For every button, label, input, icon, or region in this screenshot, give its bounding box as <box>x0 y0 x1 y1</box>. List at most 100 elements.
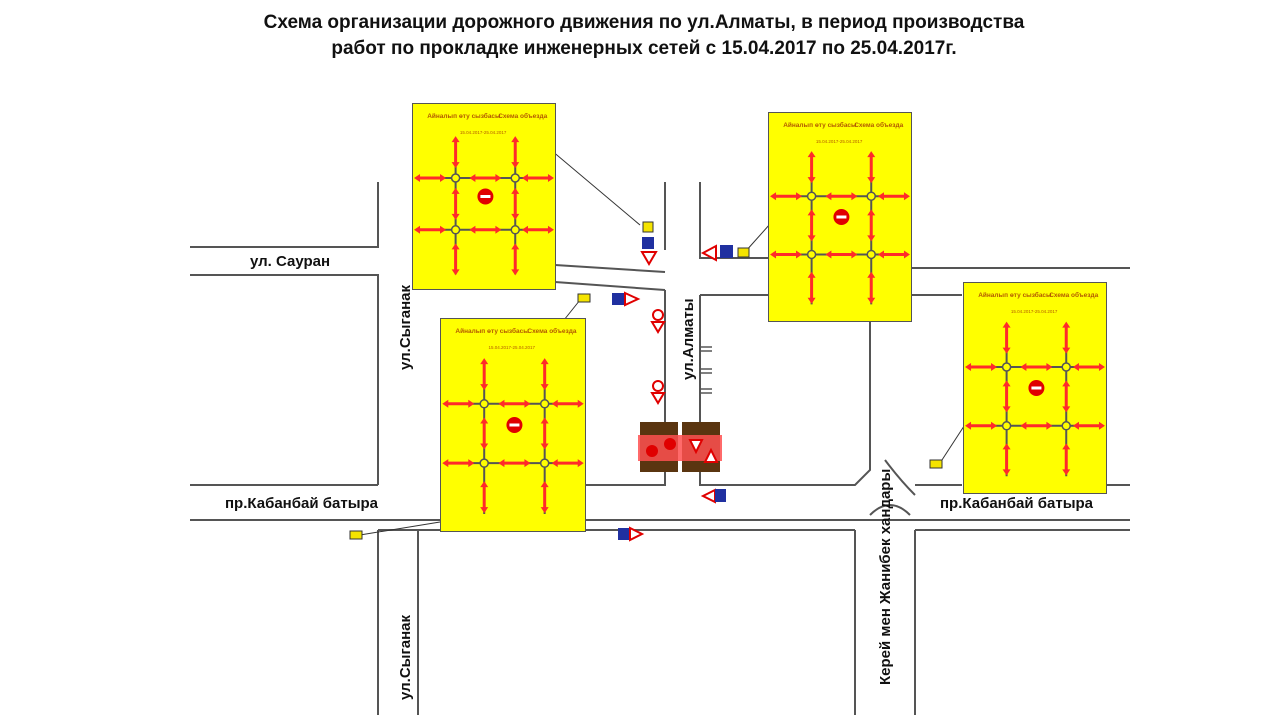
arrowhead-icon <box>991 421 998 430</box>
intersection-node <box>866 191 876 201</box>
arrowhead-icon <box>1062 347 1071 354</box>
intersection-node <box>806 249 817 260</box>
intersection-node <box>450 173 461 183</box>
arrowhead-icon <box>540 417 549 424</box>
arrowhead-icon <box>825 192 832 201</box>
arrowhead-icon <box>498 459 505 468</box>
arrowhead-icon <box>540 507 549 514</box>
arrowhead-icon <box>867 151 876 158</box>
yield-sign-icon <box>700 488 716 504</box>
arrowhead-icon <box>796 192 803 201</box>
arrowhead-icon <box>451 187 460 194</box>
street-label-syganak-bottom: ул.Сыганак <box>397 615 414 700</box>
arrowhead-icon <box>965 421 972 430</box>
arrowhead-icon <box>851 192 858 201</box>
arrowhead-icon <box>825 250 832 259</box>
panel-header-left: Айналып өту сызбасы <box>427 112 501 120</box>
arrowhead-icon <box>991 363 998 371</box>
arrowhead-icon <box>451 136 460 143</box>
intersection-node <box>866 249 876 260</box>
panel-header-left: Айналып өту сызбасы <box>978 291 1052 299</box>
warning-sign-icon <box>703 447 719 463</box>
arrowhead-icon <box>511 187 520 194</box>
arrowhead-icon <box>1002 443 1011 450</box>
arrowhead-icon <box>480 358 489 365</box>
street-label-syganak-top: ул.Сыганак <box>397 285 414 370</box>
panel-header-right: Схема объезда <box>1049 291 1098 299</box>
arrowhead-icon <box>480 443 489 450</box>
arrowhead-icon <box>524 399 531 408</box>
arrowhead-icon <box>877 192 884 201</box>
arrowhead-icon <box>521 174 528 182</box>
arrowhead-icon <box>451 162 460 169</box>
intersection-node <box>479 399 489 409</box>
arrowhead-icon <box>469 174 476 182</box>
yield-sign-icon <box>624 291 641 307</box>
arrowhead-icon <box>469 225 476 234</box>
arrowhead-icon <box>1098 421 1105 430</box>
panel-dates: 15.04.2017-25.04.2017 <box>1011 309 1058 314</box>
arrowhead-icon <box>965 363 972 371</box>
street-label-kabanbay-left: пр.Кабанбай батыра <box>225 495 379 512</box>
arrowhead-icon <box>451 269 460 276</box>
arrowhead-icon <box>796 250 803 259</box>
arrowhead-icon <box>440 174 447 182</box>
arrowhead-icon <box>1062 443 1071 450</box>
arrowhead-icon <box>540 384 549 391</box>
diagram-title: Схема организации дорожного движения по … <box>0 10 1288 62</box>
arrowhead-icon <box>495 225 502 234</box>
street-label-almaty: ул.Алматы <box>680 298 697 380</box>
intersection-node <box>479 458 489 468</box>
info-sign-icon <box>720 245 733 258</box>
arrowhead-icon <box>414 225 421 234</box>
sign-plate-icon <box>577 293 591 303</box>
warning-sign-icon <box>650 321 666 334</box>
info-sign-icon <box>618 528 630 540</box>
no-entry-bar <box>1031 386 1042 390</box>
street-label-sauran: ул. Сауран <box>250 253 330 270</box>
arrowhead-icon <box>1098 363 1105 371</box>
arrowhead-icon <box>551 459 558 468</box>
arrowhead-icon <box>442 399 449 408</box>
intersection-node <box>1061 362 1071 372</box>
arrowhead-icon <box>807 177 816 184</box>
intersection-node <box>1001 421 1012 431</box>
arrowhead-icon <box>451 243 460 250</box>
arrowhead-icon <box>480 507 489 514</box>
arrowhead-icon <box>511 243 520 250</box>
info-sign-icon <box>642 237 654 249</box>
arrowhead-icon <box>540 358 549 365</box>
arrowhead-icon <box>540 481 549 488</box>
arrowhead-icon <box>1020 363 1027 371</box>
panel-header-left: Айналып өту сызбасы <box>783 121 857 129</box>
sign-plate-icon <box>929 459 943 469</box>
yield-sign-icon <box>688 439 704 455</box>
yield-sign-icon <box>700 244 717 262</box>
arrowhead-icon <box>1002 321 1011 328</box>
arrowhead-icon <box>442 459 449 468</box>
arrowhead-icon <box>498 399 505 408</box>
arrowhead-icon <box>1002 347 1011 354</box>
arrowhead-icon <box>1002 469 1011 476</box>
arrowhead-icon <box>468 459 475 468</box>
arrowhead-icon <box>540 443 549 450</box>
sign-plate-icon <box>349 530 363 540</box>
intersection-node <box>539 458 550 468</box>
arrowhead-icon <box>1002 380 1011 387</box>
arrowhead-icon <box>511 213 520 220</box>
intersection-node <box>1061 421 1071 431</box>
sign-plate-icon <box>642 221 654 233</box>
leader-lines <box>359 144 969 536</box>
arrowhead-icon <box>551 399 558 408</box>
arrowhead-icon <box>867 235 876 242</box>
panel-header-right: Схема объезда <box>854 121 903 129</box>
arrowhead-icon <box>1062 321 1071 328</box>
arrowhead-icon <box>867 209 876 216</box>
warning-sign-icon <box>650 392 666 405</box>
arrowhead-icon <box>547 174 554 182</box>
no-entry-bar <box>509 423 520 427</box>
speed-limit-sign-icon <box>652 309 664 321</box>
no-entry-sign-icon <box>664 438 676 450</box>
arrowhead-icon <box>524 459 531 468</box>
arrowhead-icon <box>1072 363 1079 371</box>
